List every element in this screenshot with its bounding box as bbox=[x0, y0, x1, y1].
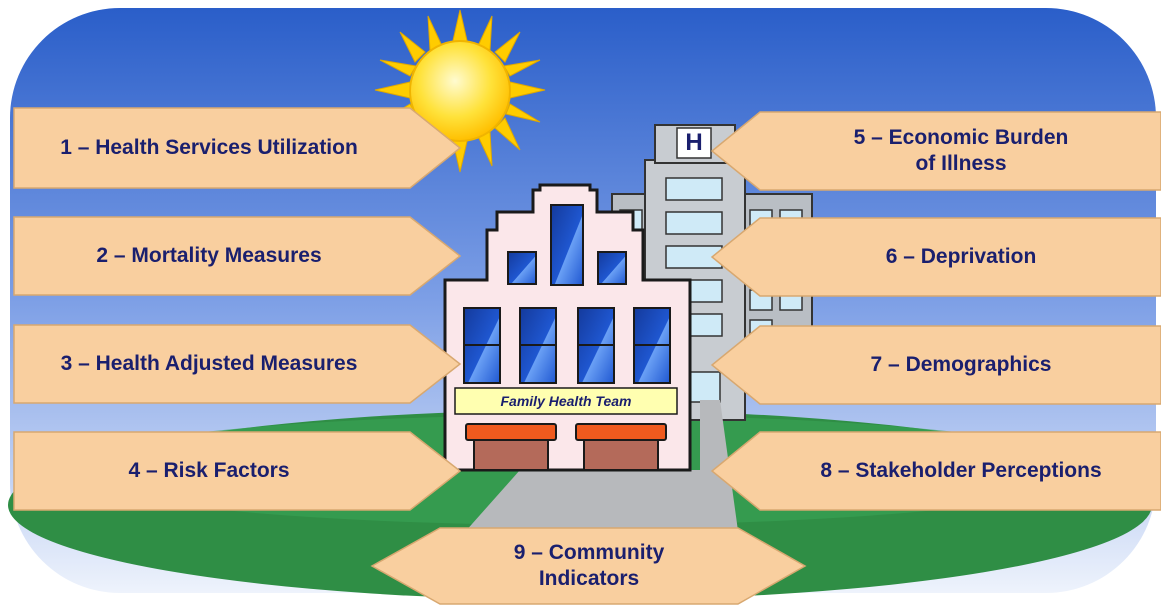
indicator-health-services-utilization: 1 – Health Services Utilization bbox=[60, 136, 358, 159]
arrow-shape-7 bbox=[710, 325, 1161, 405]
indicator-deprivation: 6 – Deprivation bbox=[885, 245, 1037, 268]
arrow-shape-1 bbox=[13, 107, 462, 189]
arrow-shape-9 bbox=[370, 527, 807, 605]
arrow-shape-8 bbox=[710, 431, 1161, 511]
arrow-shape-5 bbox=[710, 111, 1161, 191]
arrow-shape-2 bbox=[13, 216, 462, 296]
indicator-community-indicators: 9 – Community Indicators bbox=[513, 541, 665, 590]
family-health-team-sign bbox=[454, 387, 678, 415]
family-health-team-building bbox=[443, 183, 692, 472]
indicator-stakeholder-perceptions: 8 – Stakeholder Perceptions bbox=[820, 459, 1102, 482]
arrow-shape-6 bbox=[710, 217, 1161, 297]
arrow-shape-4 bbox=[13, 431, 462, 511]
indicator-mortality-measures: 2 – Mortality Measures bbox=[96, 244, 322, 267]
arrow-shape-3 bbox=[13, 324, 462, 404]
indicator-economic-burden-of-illness: 5 – Economic Burden of Illness bbox=[853, 126, 1069, 175]
road-path bbox=[440, 400, 742, 560]
indicator-demographics: 7 – Demographics bbox=[870, 353, 1052, 376]
indicator-risk-factors: 4 – Risk Factors bbox=[128, 459, 290, 482]
indicator-health-adjusted-measures: 3 – Health Adjusted Measures bbox=[60, 352, 358, 375]
hospital-sign: H bbox=[685, 129, 703, 156]
family-health-team-label: Family Health Team bbox=[500, 393, 632, 409]
